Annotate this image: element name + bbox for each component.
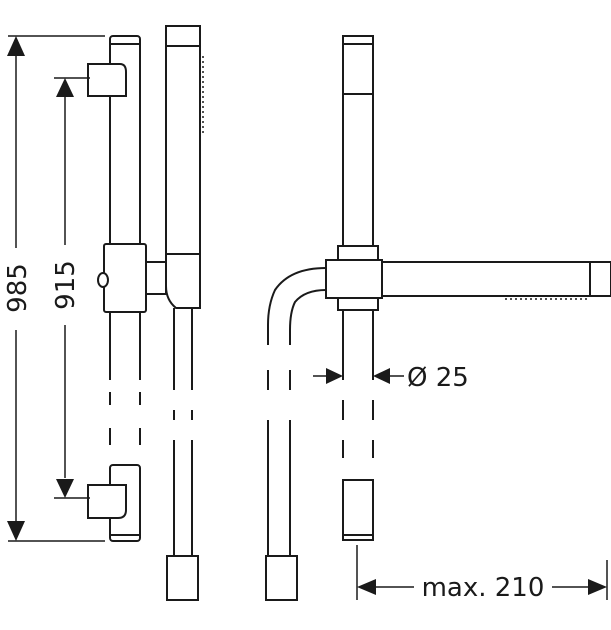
hand-shower-side — [381, 261, 611, 300]
front-view: 985 915 — [3, 25, 204, 601]
side-view: Ø 25 max. 210 — [265, 35, 611, 603]
dimension-985: 985 — [3, 35, 105, 542]
slider-side — [325, 245, 383, 311]
dimension-985-label: 985 — [3, 263, 33, 313]
dimension-max-210-label: max. 210 — [422, 573, 545, 603]
bottom-wall-bracket — [87, 484, 127, 519]
top-wall-bracket — [87, 63, 127, 97]
dimension-915: 915 — [51, 77, 90, 499]
hose-side — [265, 267, 327, 601]
dimension-max-210: max. 210 — [356, 545, 608, 603]
dimension-diameter: Ø 25 — [313, 363, 469, 393]
wall-rail-front — [105, 35, 147, 542]
dimension-915-label: 915 — [51, 260, 81, 310]
wall-rail-side — [342, 35, 374, 541]
slider-front — [97, 243, 167, 313]
dimension-diameter-label: Ø 25 — [407, 363, 469, 393]
hand-shower-front — [165, 25, 204, 601]
